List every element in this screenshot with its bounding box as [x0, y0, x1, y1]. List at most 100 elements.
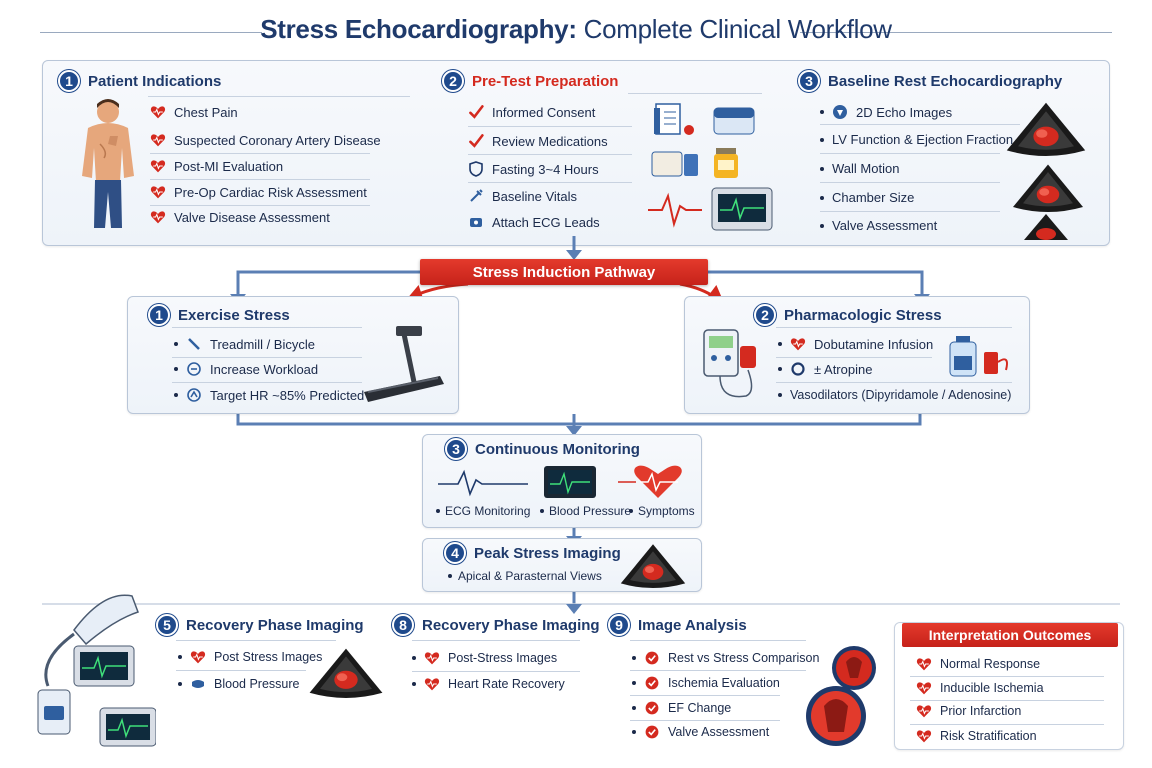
divider — [468, 126, 632, 127]
heart-icon — [916, 680, 932, 696]
divider — [468, 182, 632, 183]
divider — [820, 124, 1020, 125]
heart-icon — [190, 649, 206, 665]
list-item: Prior Infarction — [916, 703, 1021, 719]
divider — [820, 182, 1000, 183]
baseline-header: 3 Baseline Rest Echocardiography — [798, 70, 1062, 92]
list-item: Blood Pressure — [540, 504, 631, 518]
heart-icon — [150, 209, 166, 225]
item-label: Symptoms — [638, 504, 695, 518]
bullet — [178, 655, 182, 659]
item-label: ± Atropine — [814, 361, 873, 377]
check-circle-icon — [644, 724, 660, 740]
item-label: Treadmill / Bicycle — [210, 336, 315, 352]
divider — [176, 670, 306, 671]
title-area: Stress Echocardiography: Complete Clinic… — [0, 8, 1152, 48]
section-title: Pharmacologic Stress — [784, 306, 942, 324]
step-number: 9 — [608, 614, 630, 636]
stress-induction-pathway-banner: Stress Induction Pathway — [420, 259, 708, 285]
page-title: Stress Echocardiography: Complete Clinic… — [0, 14, 1152, 45]
workload-icon — [187, 362, 201, 376]
item-label: ECG Monitoring — [445, 504, 531, 518]
treadmill-illustration — [364, 326, 444, 402]
bullet — [820, 166, 824, 171]
item-label: Apical & Parasternal Views — [458, 569, 602, 583]
shield-icon — [469, 161, 483, 177]
step-number: 4 — [444, 542, 466, 564]
list-item: 2D Echo Images — [820, 104, 952, 120]
list-item: Target HR ~85% Predicted — [174, 387, 364, 403]
heart-icon — [424, 676, 440, 692]
list-item: Vasodilators (Dipyridamole / Adenosine) — [778, 388, 1011, 402]
item-label: 2D Echo Images — [856, 104, 953, 120]
divider — [630, 670, 806, 671]
check-circle-icon — [644, 650, 660, 666]
list-item: Suspected Coronary Artery Disease — [150, 132, 381, 148]
list-item: Dobutamine Infusion — [778, 336, 933, 352]
item-label: Suspected Coronary Artery Disease — [174, 132, 381, 148]
echo-images-illustration — [1006, 102, 1086, 240]
divider — [776, 327, 1012, 328]
monitoring-illustration — [438, 465, 682, 498]
divider — [172, 382, 362, 383]
step-number: 3 — [445, 438, 467, 460]
heart-icon — [916, 656, 932, 672]
divider — [820, 211, 1000, 212]
divider — [150, 153, 370, 154]
step-number: 5 — [156, 614, 178, 636]
item-label: Review Medications — [492, 133, 608, 149]
list-item: Review Medications — [468, 133, 608, 149]
consent-documents-illustration — [654, 103, 755, 135]
divider — [150, 179, 370, 180]
checkmark-icon — [468, 133, 484, 149]
check-circle-icon — [644, 700, 660, 716]
item-label: Attach ECG Leads — [492, 214, 600, 230]
item-label: Blood Pressure — [549, 504, 632, 518]
step-number: 3 — [798, 70, 820, 92]
divider — [628, 93, 762, 94]
item-label: Ischemia Evaluation — [668, 676, 780, 690]
item-label: Valve Assessment — [832, 218, 938, 233]
step-number: 8 — [392, 614, 414, 636]
divider — [630, 640, 806, 641]
medication-illustration — [651, 148, 738, 178]
syringe-icon — [470, 189, 483, 202]
list-item: Treadmill / Bicycle — [174, 336, 315, 352]
exercise-stress-panel — [127, 296, 459, 414]
title-bold: Stress Echocardiography: — [260, 14, 577, 44]
list-item: Normal Response — [916, 656, 1040, 672]
list-item: Ischemia Evaluation — [632, 675, 780, 691]
list-item: Risk Stratification — [916, 728, 1037, 744]
list-item: Heart Rate Recovery — [412, 676, 565, 692]
title-rule-right — [800, 32, 1112, 33]
list-item: Attach ECG Leads — [468, 214, 600, 230]
patient-figure — [82, 99, 134, 228]
item-label: Wall Motion — [832, 161, 900, 176]
item-label: Pre-Op Cardiac Risk Assessment — [174, 184, 367, 200]
item-label: Rest vs Stress Comparison — [668, 651, 820, 665]
list-item: Valve Assessment — [632, 724, 769, 740]
bullet — [629, 509, 633, 513]
heart-icon — [424, 650, 440, 666]
item-label: Increase Workload — [210, 361, 319, 377]
list-item: Baseline Vitals — [468, 188, 577, 204]
item-label: Heart Rate Recovery — [448, 677, 565, 691]
list-item: Post-Stress Images — [412, 650, 557, 666]
analysis-header: 9 Image Analysis — [608, 614, 747, 636]
item-label: Chamber Size — [832, 190, 915, 205]
bullet — [174, 393, 178, 397]
bullet — [632, 681, 636, 685]
bullet — [820, 195, 824, 200]
heart-icon — [150, 132, 166, 148]
item-label: Chest Pain — [174, 104, 238, 120]
item-label: Valve Disease Assessment — [174, 209, 330, 225]
divider — [176, 640, 336, 641]
list-item: Symptoms — [629, 504, 695, 518]
bullet — [778, 367, 782, 371]
divider — [150, 205, 370, 206]
list-item: Inducible Ischemia — [916, 680, 1044, 696]
bullet — [778, 342, 782, 346]
item-label: Fasting 3~4 Hours — [492, 161, 599, 177]
list-item: Pre-Op Cardiac Risk Assessment — [150, 184, 367, 200]
list-item: LV Function & Ejection Fraction — [820, 132, 1013, 147]
